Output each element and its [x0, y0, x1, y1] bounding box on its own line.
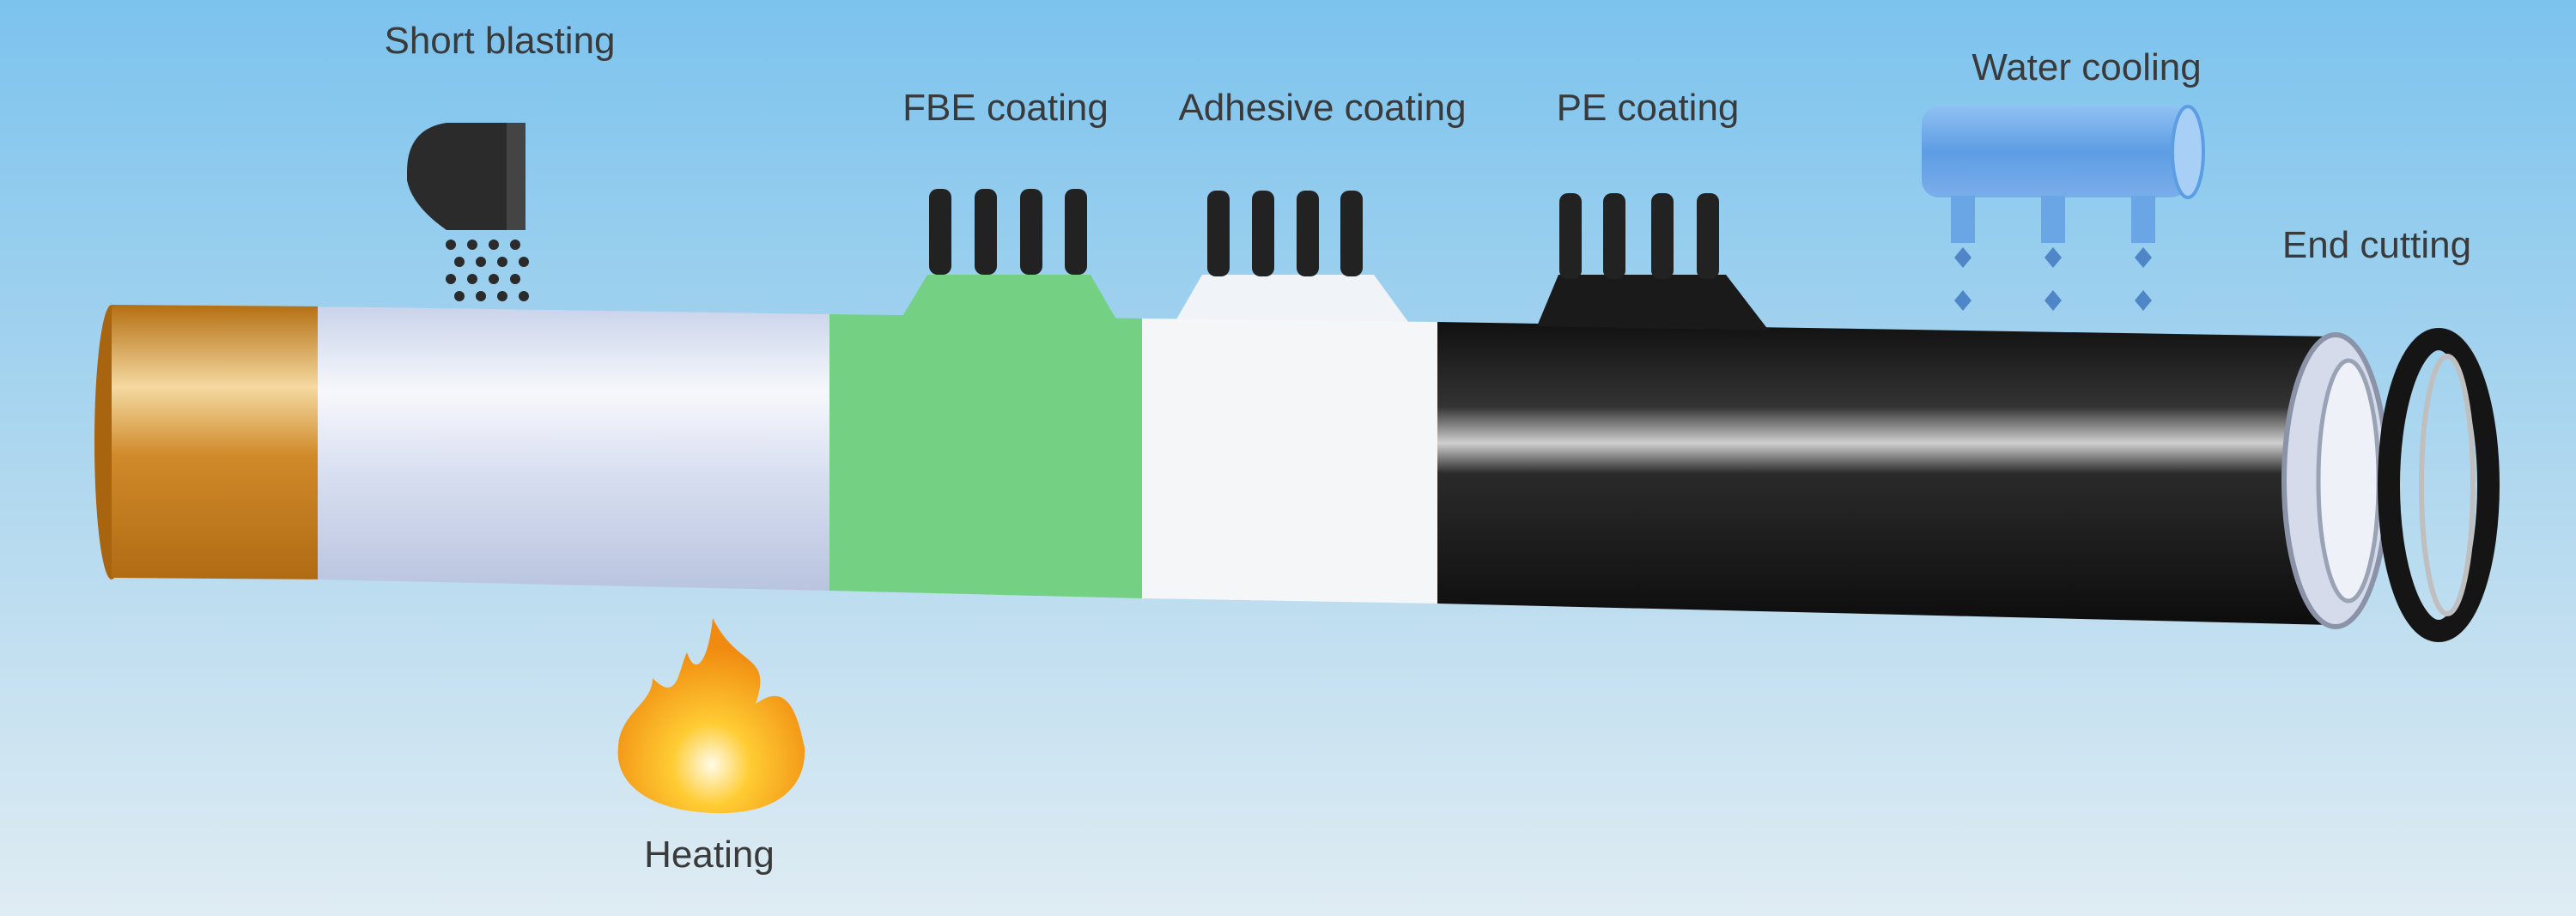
label-pe-coating: PE coating	[1557, 87, 1740, 129]
pe-spray	[1537, 275, 1769, 331]
adhesive-spray	[1176, 275, 1408, 322]
flame-icon	[617, 618, 805, 814]
cut-ring	[2378, 328, 2500, 642]
pe-nozzles-icon	[1559, 193, 1719, 279]
pipe-fbe-section	[829, 314, 1142, 598]
label-water-cooling: Water cooling	[1971, 46, 2201, 88]
pipe-end-cap-inner	[2316, 358, 2381, 604]
pipe	[94, 305, 2500, 642]
label-heating: Heating	[644, 834, 775, 876]
label-end-cutting: End cutting	[2282, 224, 2471, 266]
fbe-nozzles-icon	[929, 189, 1087, 275]
cut-ring-highlight	[2419, 354, 2476, 616]
shot-blaster-icon	[407, 123, 529, 301]
label-fbe-coating: FBE coating	[902, 87, 1109, 129]
fbe-spray	[902, 275, 1116, 319]
pipe-bare-section	[112, 305, 329, 579]
water-cooler-icon	[1922, 105, 2205, 311]
label-adhesive-coating: Adhesive coating	[1178, 87, 1466, 129]
pipe-blasted-section	[318, 306, 829, 591]
label-short-blasting: Short blasting	[384, 20, 615, 62]
pipe-adhesive-section	[1142, 318, 1437, 604]
pipe-pe-section	[1437, 322, 2332, 625]
adhesive-nozzles-icon	[1207, 191, 1363, 276]
